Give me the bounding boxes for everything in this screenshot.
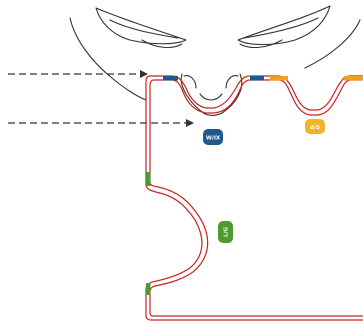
tissue-outline (145, 75, 363, 321)
badge-d-s-label: d/S (310, 125, 320, 131)
nose-bridge (199, 93, 223, 101)
nose-right-ala (225, 75, 239, 89)
left-eye-inner (141, 39, 183, 49)
outline-outer (145, 75, 363, 321)
arrows (8, 70, 194, 127)
accent-orange-left (270, 76, 288, 81)
accent-blue-right (250, 76, 264, 81)
right-face-line (304, 19, 361, 69)
badge-l-g-label: L/G (224, 227, 230, 238)
accent-green-upper (146, 172, 151, 186)
badge-l-g: L/G (218, 221, 233, 243)
lower-arrow-head (186, 119, 194, 127)
left-face-line (69, 17, 147, 101)
nose-outline (180, 73, 243, 116)
left-eye-outline (95, 7, 187, 45)
accent-green-lower (146, 283, 151, 295)
upper-arrow-head (140, 70, 148, 78)
accent-orange-right (344, 76, 363, 81)
nose-left-ala (183, 75, 197, 89)
badge-d-s: d/S (305, 119, 325, 134)
badge-w-ix-label: W/IX (206, 136, 221, 142)
right-eye-outline (237, 5, 331, 46)
left-eye-lid (109, 19, 179, 39)
outline-inner (149, 79, 363, 317)
right-eye-lid (243, 17, 319, 39)
outline-accents (146, 76, 363, 295)
face-sketch (69, 5, 361, 116)
accent-blue-left (163, 76, 178, 81)
badge-w-ix: W/IX (203, 129, 223, 145)
right-eye-inner (239, 39, 283, 49)
